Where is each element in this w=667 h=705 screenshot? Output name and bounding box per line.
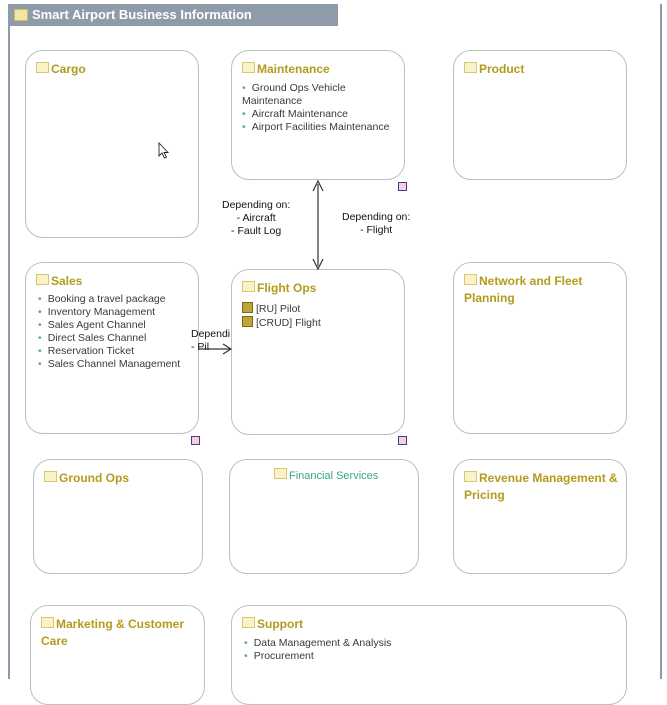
diagram-title: Smart Airport Business Information [32,7,252,22]
link-marker-icon[interactable] [398,182,407,191]
capability-icon [242,617,255,628]
connector-label-pilot: Dependi - Pil [191,328,231,353]
sales-title: Sales [36,273,190,290]
diagram-frame [8,4,662,679]
list-item: Procurement [244,650,620,663]
support-box[interactable]: Support Data Management & Analysis Procu… [231,605,627,705]
entity-icon [242,302,253,313]
ground-ops-title: Ground Ops [44,470,194,487]
list-item: Aircraft Maintenance [242,108,398,121]
network-fleet-box[interactable]: Network and Fleet Planning [453,262,627,434]
list-item: Sales Agent Channel [38,319,192,332]
revenue-management-box[interactable]: Revenue Management & Pricing [453,459,627,574]
capability-icon [464,274,477,285]
diagram-title-bar[interactable]: Smart Airport Business Information [8,4,338,26]
cargo-box[interactable]: Cargo [25,50,199,238]
list-item: Ground Ops Vehicle Maintenance [242,82,398,108]
support-title: Support [242,616,618,633]
list-item: Sales Channel Management [38,358,192,371]
flight-ops-refs: [RU] Pilot [CRUD] Flight [242,302,321,330]
network-fleet-title: Network and Fleet Planning [464,274,583,305]
capability-icon [36,274,49,285]
maintenance-title: Maintenance [242,61,396,78]
capability-icon [242,281,255,292]
capability-icon [242,62,255,73]
entity-ref[interactable]: [CRUD] Flight [242,316,321,330]
link-marker-icon[interactable] [398,436,407,445]
capability-icon [464,62,477,73]
list-item: Direct Sales Channel [38,332,192,345]
ground-ops-box[interactable]: Ground Ops [33,459,203,574]
cargo-title: Cargo [36,61,190,78]
entity-ref[interactable]: [RU] Pilot [242,302,321,316]
list-item: Airport Facilities Maintenance [242,121,398,134]
product-box[interactable]: Product [453,50,627,180]
list-item: Reservation Ticket [38,345,192,358]
flight-ops-box[interactable]: Flight Ops [RU] Pilot [CRUD] Flight [231,269,405,435]
marketing-box[interactable]: Marketing & Customer Care [30,605,205,705]
sales-items: Booking a travel package Inventory Manag… [38,293,192,371]
connector-label-aircraft-faultlog: Depending on: - Aircraft - Fault Log [222,199,291,237]
maintenance-items: Ground Ops Vehicle Maintenance Aircraft … [242,82,398,134]
capability-icon [41,617,54,628]
list-item: Booking a travel package [38,293,192,306]
financial-services-title: Financial Services [274,468,410,485]
connector-label-flight: Depending on: - Flight [342,211,411,236]
capability-icon [464,471,477,482]
flight-ops-title: Flight Ops [242,280,396,297]
maintenance-box[interactable]: Maintenance Ground Ops Vehicle Maintenan… [231,50,405,180]
capability-icon [36,62,49,73]
sales-box[interactable]: Sales Booking a travel package Inventory… [25,262,199,434]
product-title: Product [464,61,618,78]
revenue-management-title: Revenue Management & Pricing [464,471,618,502]
folder-icon [14,9,28,21]
financial-services-box[interactable]: Financial Services [229,459,419,574]
support-items: Data Management & Analysis Procurement [244,637,620,663]
capability-icon [274,468,287,479]
list-item: Inventory Management [38,306,192,319]
entity-icon [242,316,253,327]
link-marker-icon[interactable] [191,436,200,445]
capability-icon [44,471,57,482]
marketing-title: Marketing & Customer Care [41,617,185,648]
list-item: Data Management & Analysis [244,637,620,650]
